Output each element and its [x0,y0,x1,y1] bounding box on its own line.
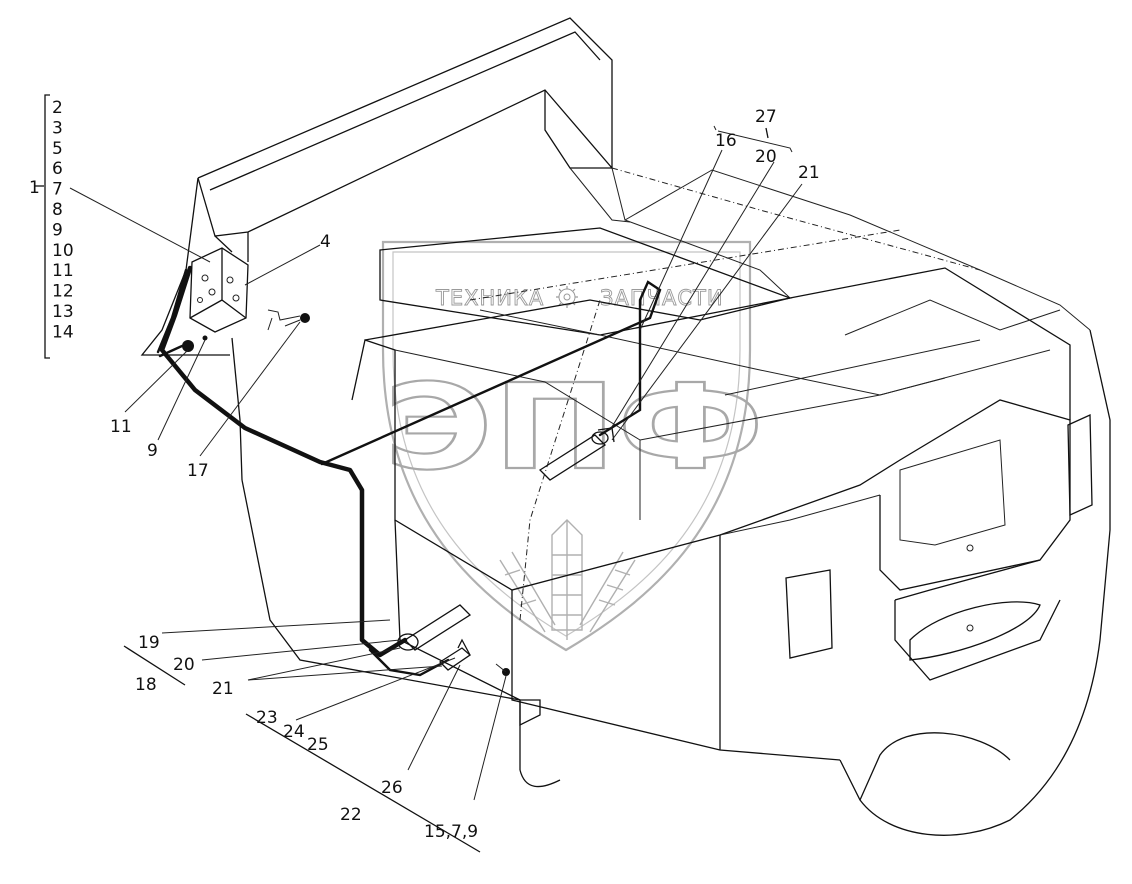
watermark-shield [381,240,752,652]
callout-11: 11 [110,417,132,437]
screw-icon [495,663,510,676]
callout-25: 25 [307,735,329,755]
watermark-brand-right: ЗАПЧАСТИ [600,286,724,310]
callout-18: 18 [135,675,157,695]
callout-23: 23 [256,708,278,728]
watermark-wheat-icon [499,519,636,640]
callout-20-top: 20 [755,147,777,167]
callout-group-item: 2 [52,98,63,118]
callout-21-bottom: 21 [212,679,234,699]
callout-group-item: 6 [52,159,63,179]
rear-lamp-top [538,427,615,481]
callout-group-item: 12 [52,282,74,302]
callout-group-item: 7 [52,180,63,200]
callout-group-item: 11 [52,261,74,281]
callout-group-item: 14 [52,322,74,342]
leader-lines [34,94,803,853]
watermark-brand-left: ТЕХНИКА [435,286,544,310]
callout-22: 22 [340,805,362,825]
callout-26: 26 [381,778,403,798]
bolt-icon [158,340,194,358]
callout-19: 19 [138,633,160,653]
callout-20-bottom: 20 [173,655,195,675]
junction-box [189,247,249,333]
callout-group-item: 5 [52,139,63,159]
cab-body-outline [140,17,1111,836]
callout-group-item: 8 [52,200,63,220]
callout-9: 9 [147,441,158,461]
wiring-harness [156,247,662,677]
callout-17: 17 [187,461,209,481]
callout-16: 16 [715,131,737,151]
gear-icon [556,286,578,308]
screw-icon [284,313,310,327]
rear-lamp-bottom [397,604,472,651]
callout-21-top: 21 [798,163,820,183]
watermark-logo-text: ЭПФ [384,358,764,496]
watermark: ТЕХНИКА ЗАПЧАСТИ ЭПФ [381,240,765,652]
callout-group-item: 10 [52,241,74,261]
socket-plug [438,638,472,671]
callout-27: 27 [755,107,777,127]
callout-group-item: 3 [52,118,63,138]
callout-24: 24 [283,722,305,742]
callout-4: 4 [320,232,331,252]
callout-1: 1 [29,178,40,198]
callout-15-7-9: 15,7,9 [424,822,478,842]
callout-group-item: 9 [52,220,63,240]
callout-group-item: 13 [52,302,74,322]
